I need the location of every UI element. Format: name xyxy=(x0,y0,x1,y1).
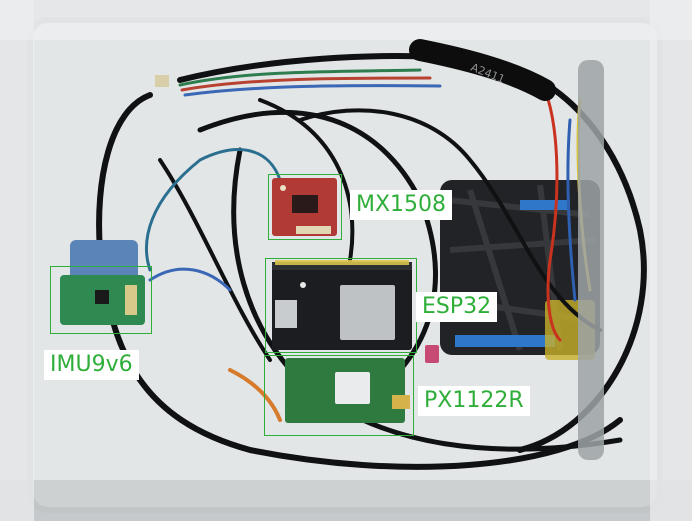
blue-tie xyxy=(520,200,570,210)
px1122r-label: PX1122R xyxy=(418,386,530,416)
tray-rim-left xyxy=(0,0,34,521)
support-post xyxy=(578,60,604,460)
tray-rim-right xyxy=(650,0,692,521)
mx1508-label: MX1508 xyxy=(350,190,453,220)
esp32-module xyxy=(340,285,395,340)
tray-rim-top xyxy=(0,0,692,40)
esp32-label: ESP32 xyxy=(416,292,498,322)
usb-port xyxy=(275,300,297,328)
tray-rim-bottom xyxy=(0,480,692,521)
gnss-module xyxy=(335,372,370,404)
shrink-tube xyxy=(409,39,556,101)
mx1508-bbox xyxy=(268,174,342,240)
imu-bbox xyxy=(50,266,152,334)
imu-label: IMU9v6 xyxy=(44,350,139,380)
esp32-bbox xyxy=(265,258,417,353)
px1122r-bbox xyxy=(264,355,414,436)
